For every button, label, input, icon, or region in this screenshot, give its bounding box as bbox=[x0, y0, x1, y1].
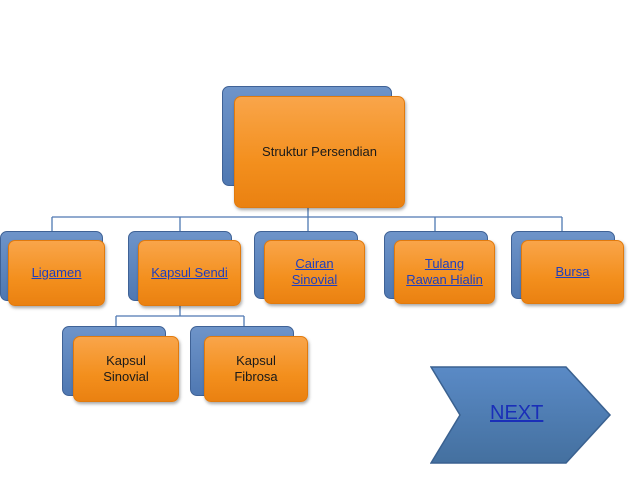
kapsul-sinovial-line2: Sinovial bbox=[103, 369, 149, 384]
kapsul-fibrosa-line2: Fibrosa bbox=[234, 369, 278, 384]
node-bursa[interactable]: Bursa bbox=[511, 231, 625, 305]
root-node-box: Struktur Persendian bbox=[234, 96, 405, 208]
kapsul-sinovial-label: Kapsul Sinovial bbox=[103, 353, 149, 385]
cairan-label-line1: Cairan bbox=[295, 256, 334, 271]
node-kapsul-sendi[interactable]: Kapsul Sendi bbox=[128, 231, 242, 307]
kapsul-fibrosa-line1: Kapsul bbox=[236, 353, 276, 368]
node-kapsul-fibrosa: Kapsul Fibrosa bbox=[190, 326, 310, 404]
next-arrow-shape bbox=[430, 366, 612, 464]
next-button[interactable]: NEXT bbox=[430, 366, 612, 464]
node-kapsul-sinovial: Kapsul Sinovial bbox=[62, 326, 182, 402]
node-tulang-rawan-hialin[interactable]: Tulang Rawan Hialin bbox=[384, 231, 496, 305]
cairan-sinovial-link[interactable]: Cairan Sinovial bbox=[292, 256, 338, 288]
node-ligamen[interactable]: Ligamen bbox=[0, 231, 106, 307]
node-cairan-sinovial[interactable]: Cairan Sinovial bbox=[254, 231, 366, 305]
bursa-link[interactable]: Bursa bbox=[555, 264, 590, 279]
root-node-label: Struktur Persendian bbox=[262, 144, 377, 159]
tulang-label-line1: Tulang bbox=[424, 256, 465, 271]
tulang-rawan-hialin-link[interactable]: Tulang Rawan Hialin bbox=[406, 256, 483, 288]
kapsul-fibrosa-label: Kapsul Fibrosa bbox=[234, 353, 277, 385]
root-node: Struktur Persendian bbox=[222, 86, 406, 210]
kapsul-sendi-link[interactable]: Kapsul Sendi bbox=[151, 265, 228, 280]
cairan-label-line2: Sinovial bbox=[291, 272, 338, 287]
ligamen-link[interactable]: Ligamen bbox=[31, 265, 82, 280]
tulang-label-line2: Rawan Hialin bbox=[406, 272, 483, 287]
kapsul-sinovial-line1: Kapsul bbox=[106, 353, 146, 368]
next-label[interactable]: NEXT bbox=[490, 402, 544, 424]
